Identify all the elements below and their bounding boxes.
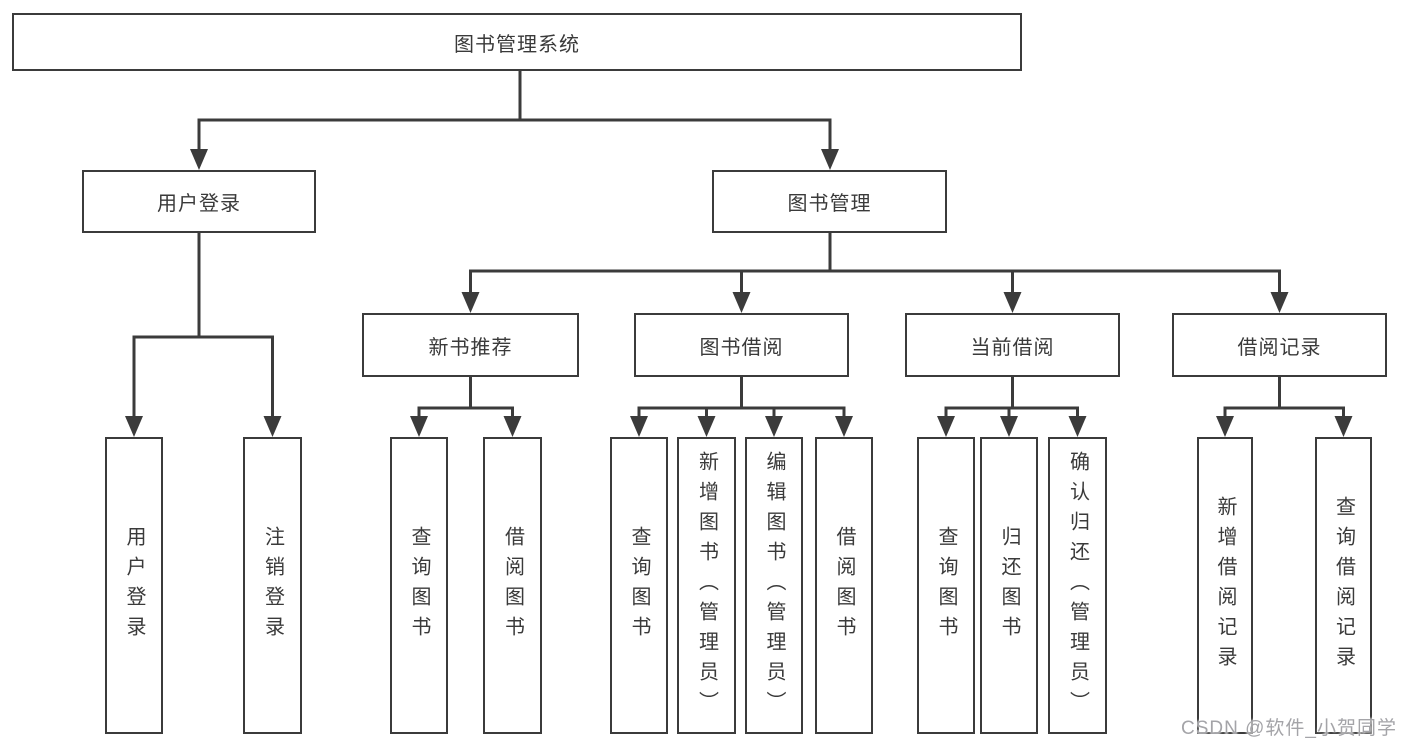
leaf-current-query-books: 查询图书 bbox=[917, 437, 975, 734]
leaf-confirm-return-admin: 确认归还（管理员） bbox=[1048, 437, 1107, 734]
leaf-logout: 注销登录 bbox=[243, 437, 302, 734]
node-borrowing-records: 借阅记录 bbox=[1172, 313, 1387, 377]
node-new-book-recommendation: 新书推荐 bbox=[362, 313, 579, 377]
csdn-watermark: CSDN @软件_小贺同学 bbox=[1181, 718, 1397, 739]
leaf-borrowing-query-books: 查询图书 bbox=[610, 437, 668, 734]
leaf-recommend-query-books: 查询图书 bbox=[390, 437, 448, 734]
leaf-add-borrow-record: 新增借阅记录 bbox=[1197, 437, 1253, 734]
node-user-login: 用户登录 bbox=[82, 170, 316, 233]
arrowheads bbox=[125, 149, 1353, 437]
leaf-add-books-admin: 新增图书（管理员） bbox=[677, 437, 736, 734]
node-library-management-system: 图书管理系统 bbox=[12, 13, 1022, 71]
leaf-recommend-borrow-books: 借阅图书 bbox=[483, 437, 542, 734]
node-book-borrowing: 图书借阅 bbox=[634, 313, 849, 377]
leaf-return-books: 归还图书 bbox=[980, 437, 1038, 734]
leaf-query-borrow-record: 查询借阅记录 bbox=[1315, 437, 1372, 734]
leaf-edit-books-admin: 编辑图书（管理员） bbox=[745, 437, 803, 734]
leaf-borrow-books: 借阅图书 bbox=[815, 437, 873, 734]
leaf-user-login: 用户登录 bbox=[105, 437, 163, 734]
node-book-management: 图书管理 bbox=[712, 170, 947, 233]
node-current-borrowing: 当前借阅 bbox=[905, 313, 1120, 377]
